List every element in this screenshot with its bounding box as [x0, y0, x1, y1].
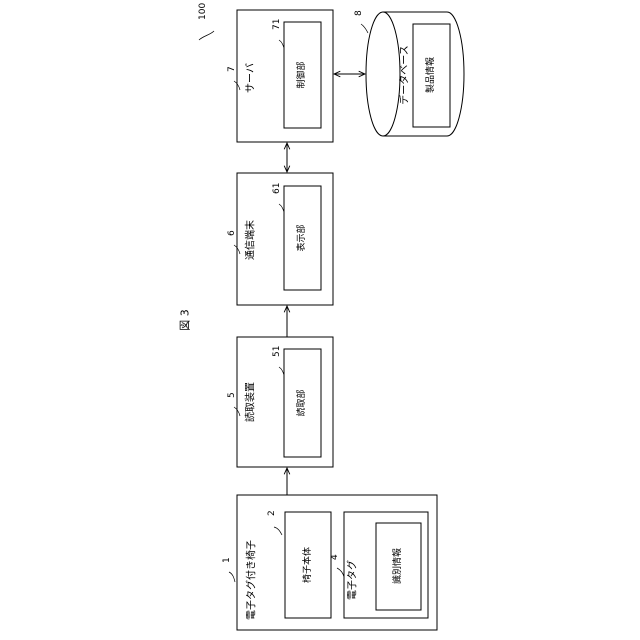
system-ref-leader: [199, 31, 214, 40]
server-unit-ref-leader: [279, 40, 284, 48]
chair-title: 電子タグ付き椅子: [245, 540, 258, 620]
chair-block: 1 電子タグ付き椅子 2 椅子本体 4 電子タグ 識別情報: [222, 495, 437, 630]
reader-ref: 5: [227, 392, 237, 398]
server-ref: 7: [227, 66, 237, 72]
reader-title: 読取装置: [244, 382, 257, 422]
reader-block: 5 読取装置 51 読取部: [227, 337, 333, 467]
terminal-title: 通信端末: [244, 220, 257, 260]
chair-body-label: 椅子本体: [301, 547, 313, 583]
tag-info-label: 識別情報: [391, 548, 403, 584]
tag-ref: 4: [330, 554, 340, 560]
chair-ref-leader: [229, 572, 235, 582]
terminal-unit-label: 表示部: [295, 224, 307, 251]
reader-unit-ref: 51: [272, 346, 282, 357]
database-record-label: 製品情報: [424, 57, 436, 93]
terminal-block: 6 通信端末 61 表示部: [227, 173, 333, 305]
server-unit-label: 制御部: [295, 61, 307, 88]
system-ref-group: 100: [198, 3, 214, 40]
database-ref: 8: [354, 10, 364, 16]
terminal-unit-ref-leader: [279, 204, 284, 212]
terminal-ref: 6: [227, 230, 237, 236]
chair-body-ref: 2: [267, 510, 277, 516]
chair-body-ref-leader: [274, 527, 282, 535]
tag-title: 電子タグ: [346, 560, 359, 600]
database-cylinder-end: [366, 12, 400, 136]
chair-ref: 1: [222, 557, 232, 563]
figure-label: 図 3: [179, 309, 192, 331]
server-unit-ref: 71: [272, 19, 282, 30]
tag-ref-leader: [337, 568, 344, 577]
terminal-unit-ref: 61: [272, 183, 282, 194]
reader-unit-ref-leader: [279, 367, 284, 375]
server-title: サーバ: [245, 63, 257, 93]
database-ref-leader: [361, 24, 368, 33]
server-block: 7 サーバ 71 制御部: [227, 10, 333, 142]
system-ref-number: 100: [198, 3, 208, 20]
database-title: データベース: [398, 45, 411, 105]
reader-unit-label: 読取部: [295, 389, 307, 416]
database-block: 8 データベース 製品情報: [354, 10, 464, 136]
